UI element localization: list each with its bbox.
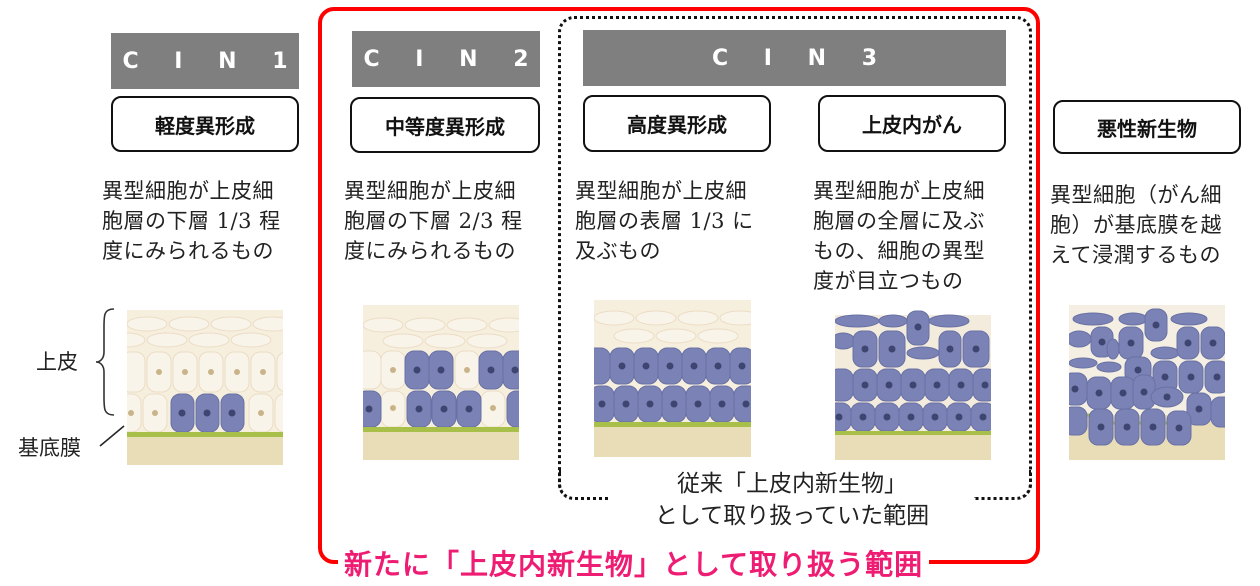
label-text: 軽度異形成: [155, 113, 255, 138]
grade-bar-cin1: C I N 1: [111, 33, 299, 89]
legacy-scope-frame-bottom-left: [558, 470, 608, 500]
description-cin3-cis: 異型細胞が上皮細 胞層の全層に及ぶ もの、細胞の異型 度が目立つもの: [813, 179, 985, 293]
basement-membrane-label: 基底膜: [18, 436, 81, 460]
label-mild-dysplasia: 軽度異形成: [111, 96, 299, 152]
tissue-illustration-cin1: [127, 310, 283, 465]
description-cin2: 異型細胞が上皮細 胞層の下層 2/3 程 度にみられるもの: [344, 179, 523, 263]
epithelium-label: 上皮: [36, 350, 78, 374]
description-cin3-severe: 異型細胞が上皮細 胞層の表層 1/3 に 及ぶもの: [575, 179, 754, 263]
basement-membrane-pointer-icon: [99, 425, 125, 447]
legacy-scope-frame: [558, 16, 1032, 500]
grade-bar-cin2: C I N 2: [352, 31, 540, 87]
new-scope-label: 新たに「上皮内新生物」として取り扱う範囲: [338, 543, 930, 583]
label-severe-dysplasia: 高度異形成: [583, 95, 771, 152]
label-text: 上皮内がん: [862, 113, 962, 137]
grade-bar-cin1-label: C I N 1: [122, 48, 302, 74]
label-malignant-neoplasm: 悪性新生物: [1053, 100, 1241, 154]
label-moderate-dysplasia: 中等度異形成: [350, 97, 540, 153]
label-text: 中等度異形成: [385, 114, 505, 139]
label-text: 高度異形成: [627, 113, 727, 137]
grade-bar-cin2-label: C I N 2: [363, 46, 543, 72]
description-cin1: 異型細胞が上皮細 胞層の下層 1/3 程 度にみられるもの: [102, 179, 281, 263]
tissue-illustration-cin3-severe: [594, 300, 751, 457]
epithelium-brace-icon: [95, 308, 115, 416]
tissue-illustration-cin2: [363, 305, 519, 460]
grade-bar-cin3: C I N 3: [583, 30, 1006, 86]
tissue-illustration-malignant: [1069, 305, 1225, 460]
legacy-scope-frame-bottom-right: [974, 470, 1032, 500]
tissue-illustration-cin3-cis: [835, 305, 991, 460]
legacy-scope-label: 従来「上皮内新生物」 として取り扱っていた範囲: [610, 468, 974, 532]
label-carcinoma-in-situ: 上皮内がん: [818, 95, 1006, 152]
grade-bar-cin3-label: C I N 3: [711, 45, 892, 71]
description-malignant: 異型細胞（がん細 胞）が基底膜を越 えて浸潤するもの: [1050, 183, 1222, 267]
label-text: 悪性新生物: [1097, 116, 1197, 141]
